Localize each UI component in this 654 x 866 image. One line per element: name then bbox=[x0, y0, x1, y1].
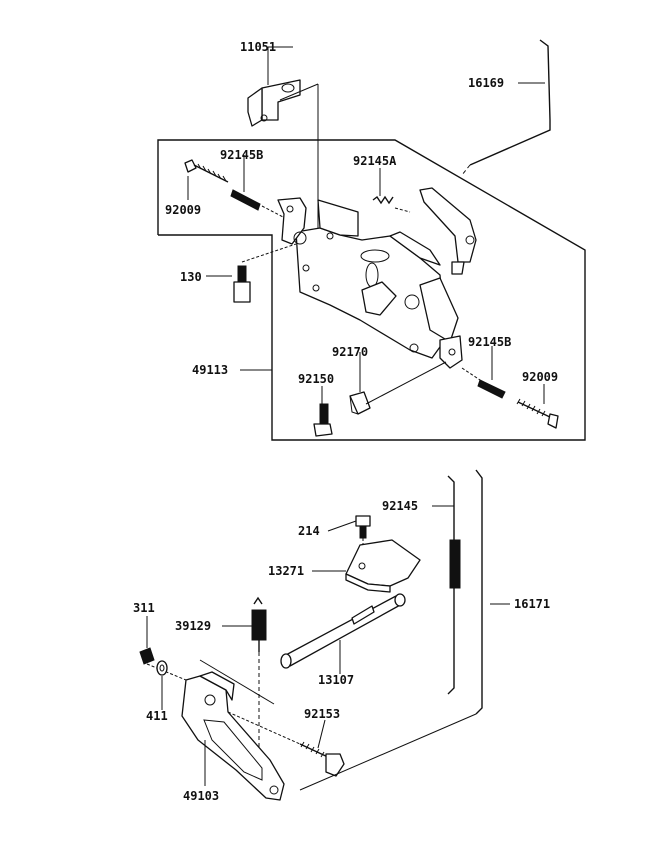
leader-lines bbox=[146, 46, 545, 786]
part-16169-rod bbox=[461, 39, 551, 176]
label-13107: 13107 bbox=[318, 673, 354, 687]
part-92145B-spring-top bbox=[230, 172, 286, 219]
part-214-bolt bbox=[355, 515, 371, 568]
label-92009-top: 92009 bbox=[165, 203, 201, 217]
part-49113-control-plate bbox=[295, 199, 463, 369]
upper-assembly bbox=[157, 39, 586, 441]
label-92145B-top: 92145B bbox=[220, 148, 263, 162]
part-92145A-spring bbox=[372, 180, 411, 213]
part-49103-lever bbox=[181, 671, 285, 801]
part-92009-bolt-top bbox=[184, 159, 229, 183]
assembly-frame-49113 bbox=[157, 139, 586, 441]
label-92145B-right: 92145B bbox=[468, 335, 511, 349]
part-11051-bracket bbox=[247, 79, 319, 245]
part-92145B-spring-right bbox=[461, 367, 506, 399]
lever-to-rod-line bbox=[199, 659, 275, 705]
part-92150-bolt bbox=[313, 403, 333, 437]
label-13271: 13271 bbox=[268, 564, 304, 578]
label-411: 411 bbox=[146, 709, 168, 723]
label-49103: 49103 bbox=[183, 789, 219, 803]
label-16169: 16169 bbox=[468, 76, 504, 90]
part-92009-bolt-right bbox=[516, 398, 559, 429]
label-214: 214 bbox=[298, 524, 320, 538]
lower-assembly bbox=[139, 469, 483, 801]
part-lever-upper-right bbox=[419, 187, 477, 275]
label-49113: 49113 bbox=[192, 363, 228, 377]
label-311: 311 bbox=[133, 601, 155, 615]
rod-connection-lines bbox=[299, 713, 477, 791]
part-13271-plate bbox=[345, 539, 421, 593]
label-92009-right: 92009 bbox=[522, 370, 558, 384]
part-16171-rod bbox=[475, 469, 483, 715]
label-39129: 39129 bbox=[175, 619, 211, 633]
label-92150: 92150 bbox=[298, 372, 334, 386]
part-92153-pin bbox=[227, 711, 345, 777]
part-13107-shaft bbox=[280, 593, 406, 669]
label-11051: 11051 bbox=[240, 40, 276, 54]
part-small-bracket bbox=[277, 197, 307, 245]
label-130: 130 bbox=[180, 270, 202, 284]
label-92153: 92153 bbox=[304, 707, 340, 721]
part-411-washer bbox=[156, 660, 168, 676]
label-92145: 92145 bbox=[382, 499, 418, 513]
part-92170-clamp bbox=[349, 361, 447, 415]
label-16171: 16171 bbox=[514, 597, 550, 611]
label-92145A: 92145A bbox=[353, 154, 397, 168]
part-130-bolt bbox=[233, 243, 297, 303]
part-labels: 11051 16169 92145B 92145A 92009 130 4911… bbox=[133, 40, 558, 803]
part-39129-spring bbox=[251, 596, 267, 748]
part-92145-spring bbox=[447, 475, 461, 695]
label-92170: 92170 bbox=[332, 345, 368, 359]
